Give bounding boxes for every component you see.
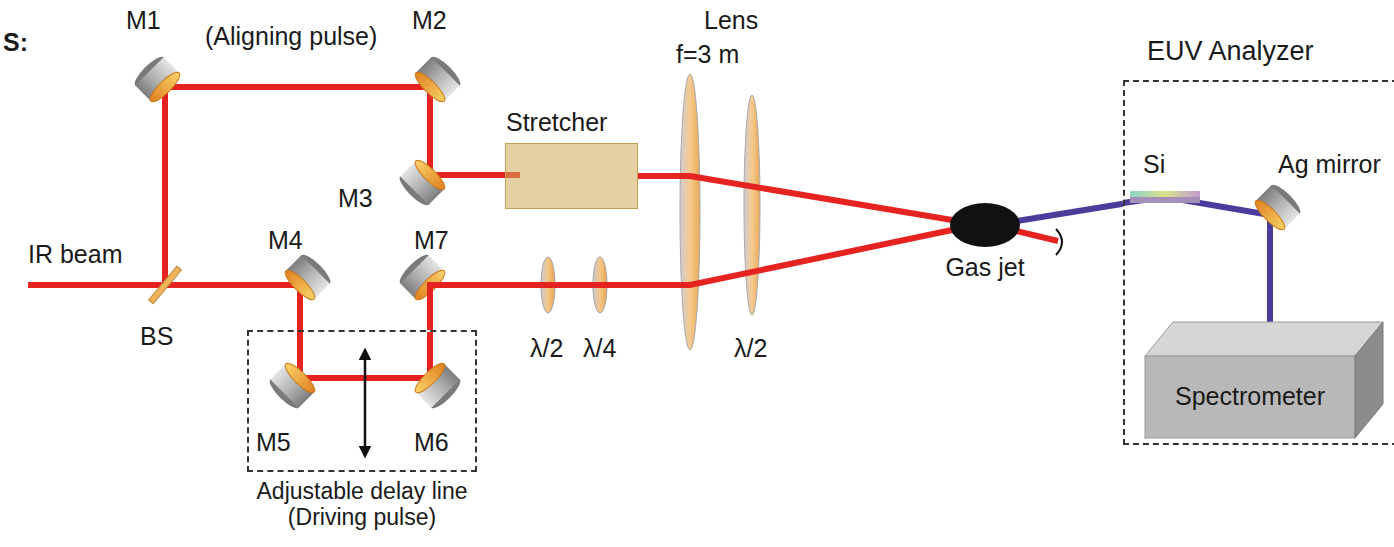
stretcher-box: Stretcher	[505, 143, 638, 209]
sample-label: Si	[1143, 150, 1165, 179]
laser-beam	[1017, 204, 1123, 221]
panel-letter: S:	[3, 28, 28, 57]
mirror-label: M6	[414, 428, 449, 457]
mirror-label: M4	[268, 226, 303, 255]
gas-jet: Gas jet	[950, 203, 1020, 247]
mirror-label: M7	[414, 226, 449, 255]
beam-label: IR beam	[28, 240, 122, 269]
mirror-label: M1	[126, 6, 161, 35]
lens-label: Lens	[704, 6, 758, 35]
laser-beam	[430, 230, 952, 330]
waveplate-label: λ/4	[583, 334, 616, 363]
mirror-label: Ag mirror	[1278, 150, 1381, 179]
mirror-label: M2	[412, 6, 447, 35]
focal-length: f=3 m	[676, 40, 739, 69]
spectrometer-box: Spectrometer	[1145, 320, 1385, 440]
waveplate-label: λ/2	[530, 334, 563, 363]
mirror-label: M5	[256, 428, 291, 457]
node-text: Spectrometer	[1145, 382, 1355, 411]
beam-label: (Aligning pulse)	[205, 22, 377, 51]
node-text: Adjustable delay line (Driving pulse)	[237, 478, 487, 530]
laser-beam	[638, 176, 952, 220]
analyzer-box: EUV AnalyzerSpectrometer	[1123, 80, 1394, 445]
beamsplitter-label: BS	[140, 322, 173, 351]
gas-jet-outline	[950, 203, 1020, 247]
node-text: Gas jet	[930, 253, 1040, 282]
mirror-label: M3	[338, 184, 373, 213]
spectrometer-box-outline	[1145, 320, 1385, 440]
node-text: EUV Analyzer	[1147, 36, 1387, 67]
waveplate-label: λ/2	[734, 334, 767, 363]
node-text: Stretcher	[506, 108, 656, 137]
